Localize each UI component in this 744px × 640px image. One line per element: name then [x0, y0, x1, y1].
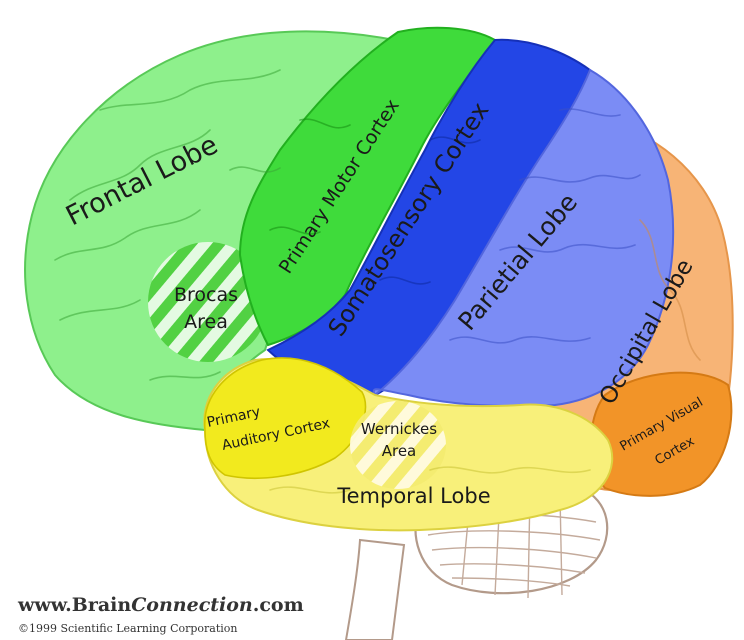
temporal-lobe-label: Temporal Lobe: [336, 484, 490, 508]
brocas-area-label-line1: Brocas: [174, 284, 238, 306]
copyright-text: ©1999 Scientific Learning Corporation: [18, 622, 238, 635]
brocas-area-label-line2: Area: [184, 311, 228, 333]
site-prefix: www.Brain: [17, 594, 131, 616]
site-credit: www.BrainConnection.com: [17, 594, 304, 616]
wernickes-area-label-line2: Area: [382, 442, 417, 460]
wernickes-area-label-line1: Wernickes: [361, 420, 437, 438]
brain-stem: [346, 540, 404, 640]
site-italic: Connection: [131, 594, 253, 616]
site-suffix: .com: [253, 594, 304, 616]
